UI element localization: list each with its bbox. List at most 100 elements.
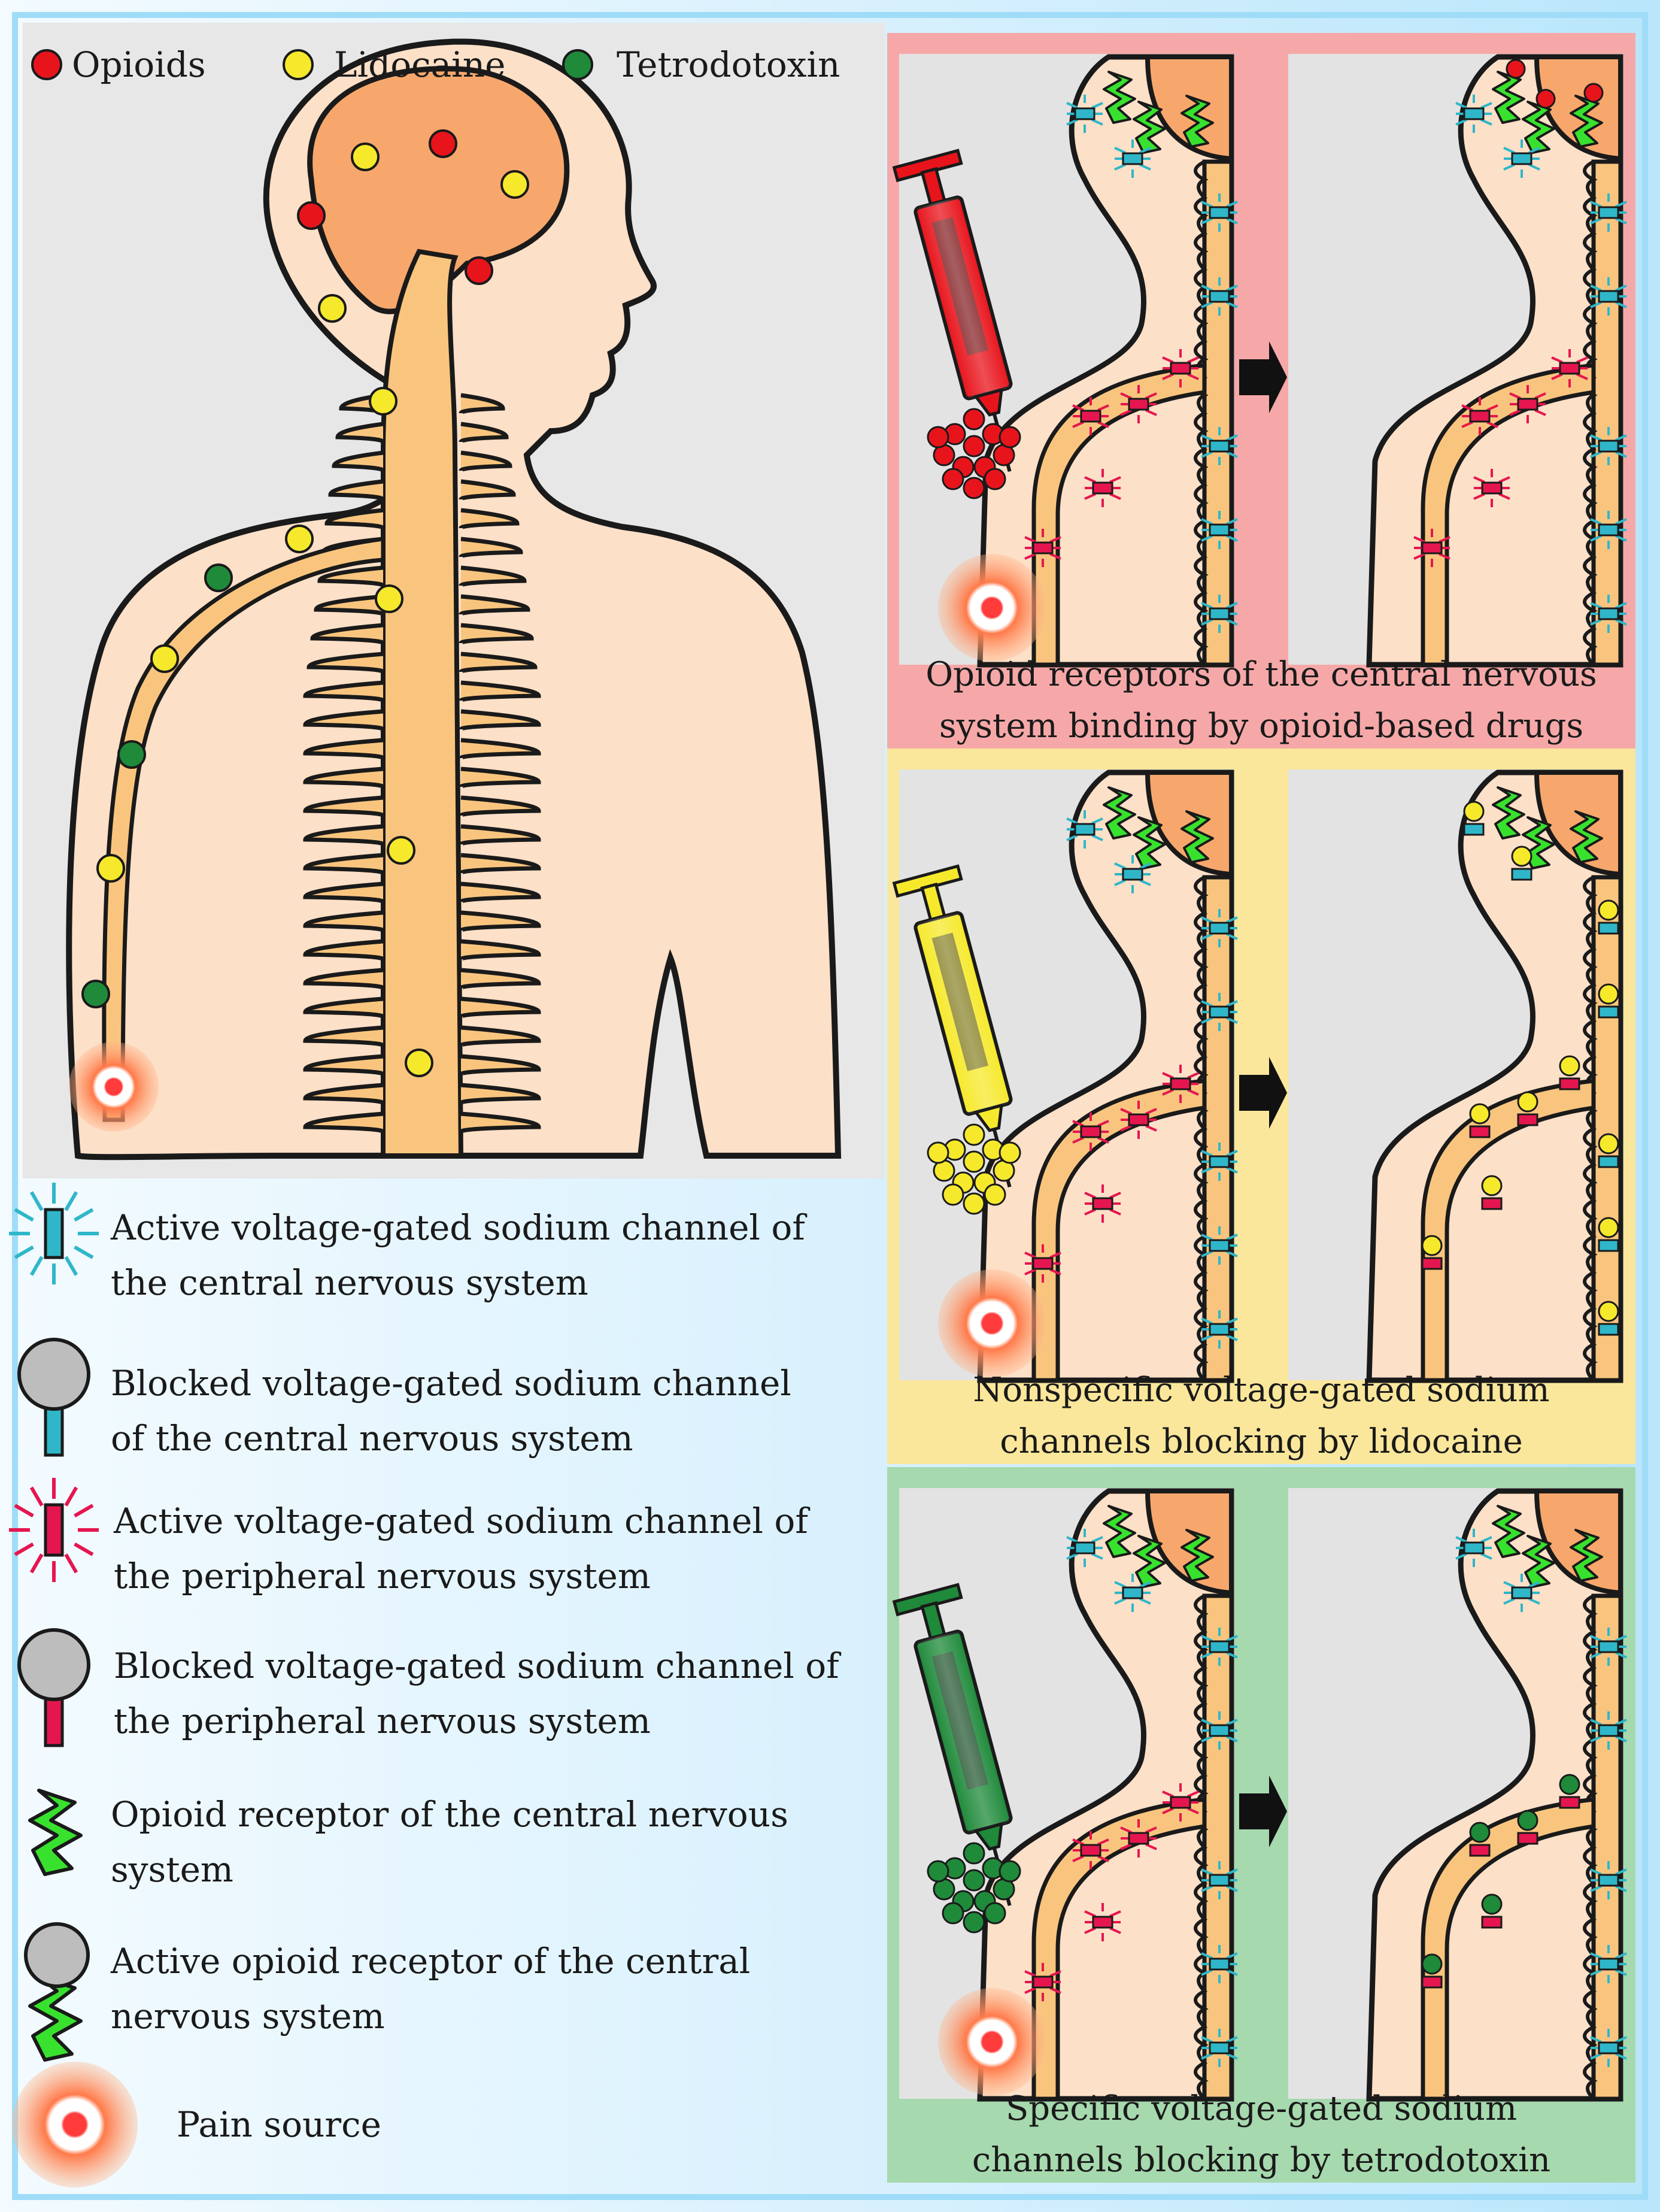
active-channel <box>1120 1819 1157 1858</box>
active-channel <box>1590 1945 1627 1983</box>
blocked-channel <box>1559 1774 1580 1809</box>
legend-active-pns-channel: Active voltage-gated sodium channel of t… <box>113 1501 819 1596</box>
blocked-channel <box>1598 899 1619 935</box>
activity-ray <box>14 1208 34 1222</box>
bound-drug-dot <box>1559 1774 1580 1795</box>
spinal-branch-right <box>459 594 530 617</box>
active-channel <box>1590 2029 1627 2067</box>
opioid-receptor <box>1492 1505 1525 1558</box>
activity-ray <box>74 1245 94 1259</box>
lidocaine-dot <box>369 387 397 416</box>
peripheral-nerve <box>1421 363 1596 667</box>
bound-drug-dot <box>1598 899 1619 921</box>
pain-source <box>938 554 1046 662</box>
spinal-branch-right <box>459 881 541 904</box>
drug-particle <box>963 1192 985 1215</box>
drug-particle <box>942 468 964 490</box>
lidocaine-dot <box>405 1049 433 1077</box>
drug-particle <box>963 1911 985 1934</box>
active-channel <box>1201 1945 1238 1983</box>
nerve-roots <box>1583 875 1598 1382</box>
spinal-branch-right <box>459 1083 541 1105</box>
drug-particle <box>963 408 985 431</box>
blocked-channel <box>1421 1953 1443 1989</box>
activity-ray <box>29 1256 44 1276</box>
transition-arrow-icon <box>1239 1057 1287 1129</box>
active-channel <box>1084 1184 1121 1223</box>
opioid-dot <box>429 129 457 158</box>
spinal-cord-segment <box>1202 159 1234 667</box>
peripheral-nerve <box>1031 1078 1207 1383</box>
spinal-branch-right <box>459 910 541 933</box>
active-channel <box>1590 1711 1627 1750</box>
tetrodotoxin-dot <box>204 563 233 592</box>
legend-tetrodotoxin-dot <box>562 49 593 80</box>
active-channel <box>1066 95 1103 133</box>
active-channel <box>1024 1244 1061 1283</box>
spinal-branch-right <box>459 623 534 646</box>
opioid-receptor <box>1492 59 1526 124</box>
opioid-receptor <box>1133 1535 1166 1588</box>
active-channel <box>1590 427 1627 465</box>
activity-ray <box>14 1245 34 1259</box>
active-channel <box>1201 1310 1238 1349</box>
active-channel <box>1509 385 1546 423</box>
spinal-branch-right <box>459 824 541 847</box>
spinal-branch-left <box>303 1111 386 1134</box>
spinal-branch-left <box>303 881 386 904</box>
bound-drug-dot <box>1421 1235 1443 1256</box>
spinal-branch-right <box>459 680 541 703</box>
blocked-pns-channel-icon <box>17 1628 90 1747</box>
activity-ray <box>74 1542 94 1556</box>
spinal-branch-left <box>306 652 386 674</box>
activity-ray <box>64 1191 78 1211</box>
active-channel <box>1201 193 1238 232</box>
before-state <box>892 54 1238 668</box>
lidocaine-dot <box>150 644 179 673</box>
nerve-roots <box>1583 1594 1598 2101</box>
lidocaine-dot <box>285 525 314 553</box>
spinal-branch-right <box>459 652 538 674</box>
spinal-branch-right <box>459 422 509 444</box>
activity-ray <box>64 1486 78 1507</box>
active-channel <box>1072 1831 1109 1869</box>
drug-particle <box>927 426 949 449</box>
active-channel <box>1473 469 1510 507</box>
drug-particle <box>927 1141 949 1164</box>
arm-pain-source <box>69 1042 159 1132</box>
spinal-branch-left <box>332 450 386 472</box>
blocked-channel <box>1559 1055 1580 1090</box>
active-channel <box>1114 1574 1151 1612</box>
active-cns-channel-icon <box>9 1183 99 1284</box>
blocked-channel <box>1598 1301 1619 1336</box>
blocked-channel <box>1421 1235 1443 1270</box>
spinal-branch-left <box>303 738 386 760</box>
active-channel <box>1072 1113 1109 1151</box>
spinal-branch-right <box>459 393 505 414</box>
spinal-cord-segment <box>1591 159 1623 667</box>
activity-ray <box>74 1208 94 1222</box>
active-channel <box>1590 1861 1627 1899</box>
active-channel <box>1162 1065 1199 1103</box>
active-channel <box>1201 511 1238 549</box>
spinal-branch-right <box>459 1025 541 1048</box>
activity-ray <box>29 1553 44 1574</box>
spinal-branch-right <box>459 1054 541 1077</box>
drug-particle <box>963 477 985 499</box>
spinal-branch-right <box>459 709 541 732</box>
blocked-channel <box>1463 801 1485 836</box>
bound-drug-dot <box>1463 801 1485 822</box>
opioid-receptor <box>1180 810 1214 863</box>
bound-drug-dot <box>1598 1217 1619 1238</box>
blocked-channel <box>1517 1091 1538 1126</box>
active-channel <box>1201 595 1238 633</box>
pain-source <box>938 1269 1046 1377</box>
drug-particle <box>984 1902 1006 1925</box>
opioid-receptor <box>1103 786 1136 840</box>
active-channel <box>1024 1963 1061 2001</box>
bound-drug-dot <box>1506 59 1526 79</box>
opioid-receptor <box>1103 71 1136 124</box>
